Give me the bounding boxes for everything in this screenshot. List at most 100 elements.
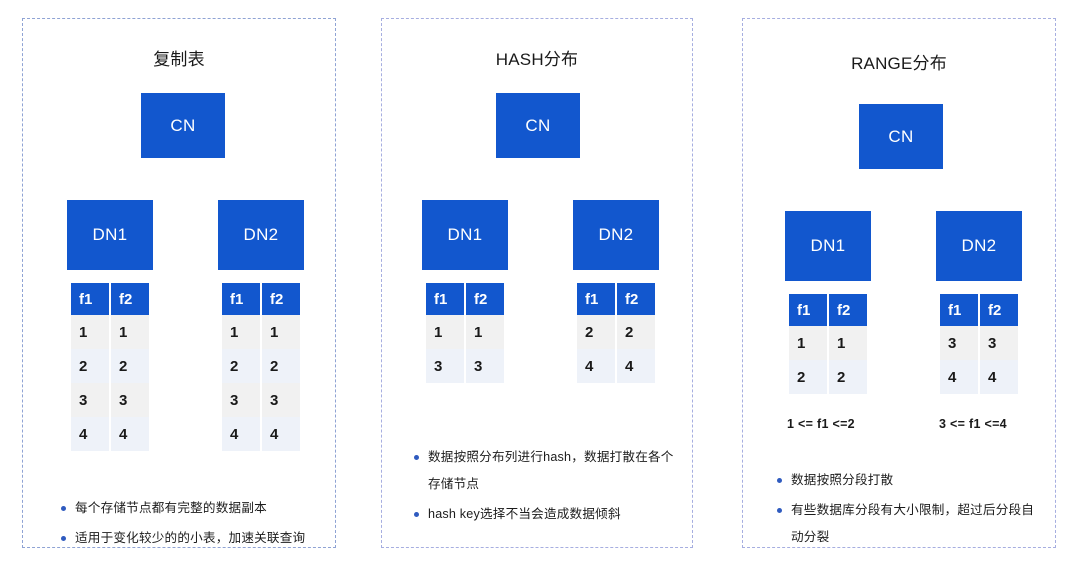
dn-node-box-dn2: DN2	[573, 200, 659, 270]
bullet-item: 数据按照分段打散	[777, 467, 1037, 494]
table-cell: 3	[980, 326, 1018, 360]
table-cell: 3	[466, 349, 504, 383]
panel-replicated-table: 复制表 CN DN1 DN2 f1 f2 1 1 2 2 3	[22, 18, 336, 548]
dn-node-box-dn2: DN2	[936, 211, 1022, 281]
dn-node-box-dn2: DN2	[218, 200, 304, 270]
bullet-dot-icon	[777, 478, 782, 483]
bullet-dot-icon	[777, 508, 782, 513]
table-cell: 2	[71, 349, 109, 383]
bullet-text: 数据按照分段打散	[791, 473, 894, 487]
column-header-f1: f1	[577, 283, 615, 315]
data-table-dn1: f1 f2 1 1 2 2	[789, 294, 867, 394]
table-row: 2 2	[71, 349, 149, 383]
table-row: 3 3	[71, 383, 149, 417]
table-cell: 3	[426, 349, 464, 383]
table-cell: 2	[262, 349, 300, 383]
table-cell: 2	[577, 315, 615, 349]
table-cell: 4	[262, 417, 300, 451]
panel-title: 复制表	[153, 50, 205, 69]
column-header-f2: f2	[262, 283, 300, 315]
table-cell: 4	[71, 417, 109, 451]
bullet-item: hash key选择不当会造成数据倾斜	[414, 501, 674, 528]
bullet-text: 适用于变化较少的的小表，加速关联查询	[75, 531, 306, 545]
table-header-row: f1 f2	[940, 294, 1018, 326]
bullet-text: 有些数据库分段有大小限制，超过后分段自动分裂	[791, 503, 1035, 544]
table-cell: 4	[617, 349, 655, 383]
table-header-row: f1 f2	[222, 283, 300, 315]
table-cell: 1	[789, 326, 827, 360]
range-caption-dn1: 1 <= f1 <=2	[787, 417, 855, 431]
table-cell: 4	[940, 360, 978, 394]
table-cell: 3	[940, 326, 978, 360]
dn-node-label: DN2	[598, 225, 634, 244]
dn-node-label: DN1	[447, 225, 483, 244]
table-row: 3 3	[222, 383, 300, 417]
table-row: 3 3	[940, 326, 1018, 360]
column-header-f1: f1	[426, 283, 464, 315]
table-row: 1 1	[222, 315, 300, 349]
data-table-dn2: f1 f2 1 1 2 2 3 3 4 4	[222, 283, 300, 451]
dn-node-box-dn1: DN1	[422, 200, 508, 270]
data-table-dn1: f1 f2 1 1 3 3	[426, 283, 504, 383]
bullet-dot-icon	[414, 455, 419, 460]
cn-node-box: CN	[859, 104, 943, 169]
table-cell: 3	[111, 383, 149, 417]
table-row: 2 2	[577, 315, 655, 349]
bullet-item: 每个存储节点都有完整的数据副本	[61, 495, 319, 522]
dn-node-label: DN1	[92, 225, 128, 244]
column-header-f2: f2	[829, 294, 867, 326]
table-cell: 4	[577, 349, 615, 383]
data-table-dn2: f1 f2 2 2 4 4	[577, 283, 655, 383]
column-header-f1: f1	[789, 294, 827, 326]
table-row: 2 2	[789, 360, 867, 394]
bullet-item: 数据按照分布列进行hash，数据打散在各个存储节点	[414, 444, 674, 498]
table-row: 1 1	[71, 315, 149, 349]
column-header-f2: f2	[617, 283, 655, 315]
table-row: 1 1	[426, 315, 504, 349]
table-cell: 4	[111, 417, 149, 451]
table-cell: 1	[111, 315, 149, 349]
table-cell: 3	[222, 383, 260, 417]
bullet-text: hash key选择不当会造成数据倾斜	[428, 507, 621, 521]
dn-node-label: DN2	[961, 236, 997, 255]
dn-node-box-dn1: DN1	[67, 200, 153, 270]
cn-node-label: CN	[525, 115, 551, 135]
bullet-dot-icon	[61, 506, 66, 511]
table-cell: 4	[222, 417, 260, 451]
table-cell: 2	[111, 349, 149, 383]
table-row: 1 1	[789, 326, 867, 360]
table-cell: 4	[980, 360, 1018, 394]
bullet-list: 数据按照分段打散 有些数据库分段有大小限制，超过后分段自动分裂	[743, 467, 1055, 554]
cn-node-label: CN	[888, 126, 914, 146]
data-table-dn2: f1 f2 3 3 4 4	[940, 294, 1018, 394]
table-cell: 2	[222, 349, 260, 383]
panel-hash-distribution: HASH分布 CN DN1 DN2 f1 f2 1 1 3 3	[381, 18, 693, 548]
panel-title: RANGE分布	[851, 54, 947, 73]
table-row: 2 2	[222, 349, 300, 383]
table-row: 4 4	[71, 417, 149, 451]
dn-node-label: DN1	[810, 236, 846, 255]
table-row: 4 4	[577, 349, 655, 383]
data-table-dn1: f1 f2 1 1 2 2 3 3 4 4	[71, 283, 149, 451]
bullet-list: 每个存储节点都有完整的数据副本 适用于变化较少的的小表，加速关联查询	[23, 495, 335, 555]
table-cell: 1	[222, 315, 260, 349]
column-header-f2: f2	[980, 294, 1018, 326]
table-cell: 3	[71, 383, 109, 417]
column-header-f1: f1	[71, 283, 109, 315]
table-cell: 2	[789, 360, 827, 394]
range-caption-dn2: 3 <= f1 <=4	[939, 417, 1007, 431]
bullet-dot-icon	[414, 512, 419, 517]
table-cell: 1	[829, 326, 867, 360]
bullet-text: 每个存储节点都有完整的数据副本	[75, 501, 267, 515]
table-cell: 1	[71, 315, 109, 349]
table-row: 3 3	[426, 349, 504, 383]
bullet-dot-icon	[61, 536, 66, 541]
table-cell: 1	[466, 315, 504, 349]
table-header-row: f1 f2	[426, 283, 504, 315]
bullet-list: 数据按照分布列进行hash，数据打散在各个存储节点 hash key选择不当会造…	[382, 444, 692, 531]
table-cell: 1	[262, 315, 300, 349]
table-row: 4 4	[940, 360, 1018, 394]
panel-title: HASH分布	[495, 50, 579, 69]
dn-node-box-dn1: DN1	[785, 211, 871, 281]
